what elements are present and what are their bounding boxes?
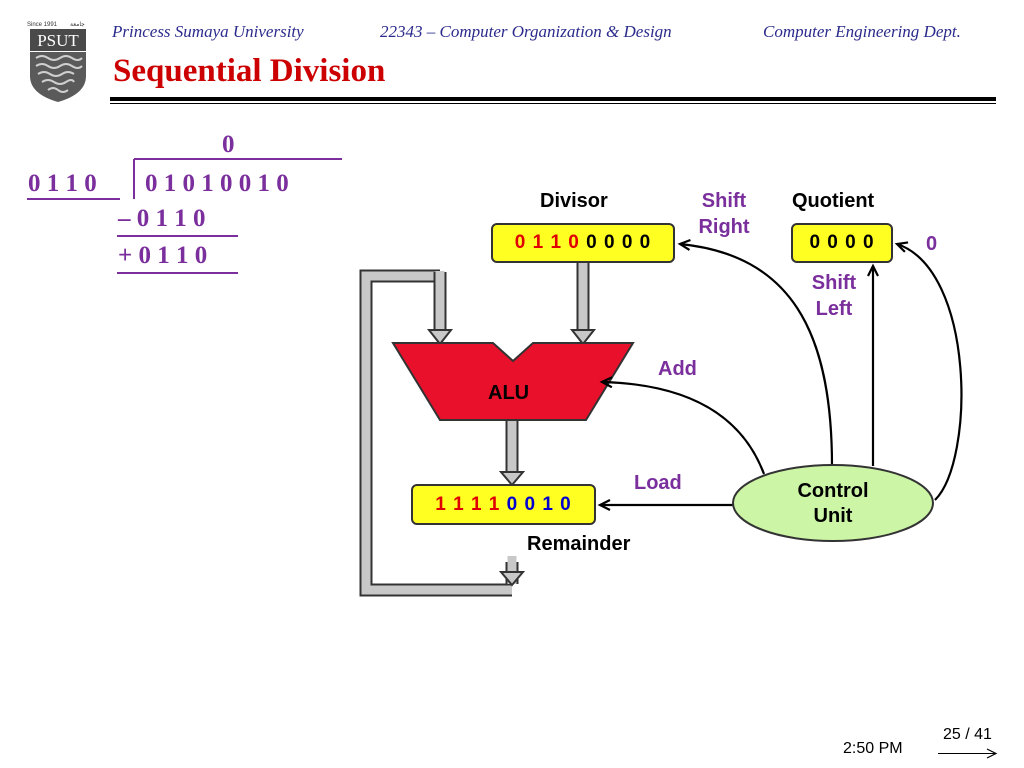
header-department: Computer Engineering Dept. [763,22,961,41]
divisor-bits-high: 0 1 1 0 [514,232,580,253]
division-add-line: + 0 1 1 0 [118,242,208,269]
control-unit-shape [732,464,934,542]
shift-right-label-line1: Shift [701,190,747,212]
alu-to-remainder-bus [498,418,526,487]
page-number-arrow-line [938,753,996,754]
control-unit-label-line1: Control [797,480,869,502]
shift-left-label-line2: Left [815,298,853,320]
remainder-feedback-bus [359,269,526,597]
quotient-bits: 0 0 0 0 [809,232,875,253]
alu-label: ALU [488,382,530,404]
long-division-lines [27,158,342,274]
divisor-bits-low: 0 0 0 0 [586,232,652,253]
shift-right-label-line2: Right [698,216,750,238]
division-dividend: 0 1 0 1 0 0 1 0 [145,170,289,197]
title-divider [110,97,996,101]
remainder-label: Remainder [527,533,631,555]
shift-right-label: Shift Right [686,188,762,240]
division-subtract-line: – 0 1 1 0 [118,205,206,232]
divisor-register: 0 1 1 0 0 0 0 0 [491,223,675,263]
quotient-label: Quotient [792,190,875,212]
logo-since-text: Since 1991 [27,22,58,28]
title-divider-thin [110,103,996,104]
shift-left-label-line1: Shift [811,272,857,294]
logo-text: PSUT [37,31,79,50]
logo-arabic-text: جامعة [70,21,85,28]
quotient-input-bit: 0 [926,233,938,255]
quotient-bit-in-arrow [894,241,963,501]
shift-left-label: Shift Left [796,270,872,322]
add-signal-arrow [599,376,766,475]
psut-logo: Since 1991 جامعة PSUT [24,18,92,104]
control-unit-label-line2: Unit [813,505,853,527]
page-title: Sequential Division [113,53,386,89]
division-divisor: 0 1 1 0 [28,170,97,197]
division-quotient: 0 [222,131,235,158]
control-unit-label: Control Unit [763,479,903,529]
remainder-register: 1 1 1 1 0 0 1 0 [411,484,596,525]
divisor-label: Divisor [540,190,608,212]
remainder-bits-high: 1 1 1 1 [435,493,501,515]
psut-shield-icon: Since 1991 جامعة PSUT [27,21,86,102]
divisor-to-alu-bus [569,260,597,346]
quotient-register: 0 0 0 0 [791,223,893,263]
remainder-bits-low: 0 0 1 0 [506,493,572,515]
shift-right-signal-arrow [677,238,834,467]
header-course: 22343 – Computer Organization & Design [380,22,672,41]
page-number: 25 / 41 [943,726,992,743]
add-label: Add [658,358,697,380]
footer-time: 2:50 PM [843,740,903,757]
load-label: Load [634,472,682,494]
alu-shape [391,342,635,421]
page-arrow-icon [986,748,998,759]
header-university: Princess Sumaya University [112,22,304,41]
